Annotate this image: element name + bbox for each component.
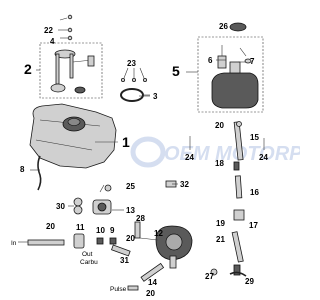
part-label: 4	[50, 37, 55, 46]
part-label: 20	[46, 222, 55, 231]
part-label: 32	[180, 180, 189, 189]
part-label: 17	[249, 221, 258, 230]
out-label: Out	[82, 251, 93, 258]
bottom-assembly	[18, 180, 247, 291]
fuel-sender-group	[39, 14, 103, 99]
group-label-5: 5	[172, 63, 180, 79]
part-label: 30	[56, 202, 65, 211]
part-label: 12	[154, 229, 163, 238]
parts-diagram: OEM MOTORPARTS	[11, 14, 300, 298]
part-label: 26	[219, 22, 228, 31]
group-label-1: 1	[122, 134, 130, 150]
part-label: 18	[215, 159, 224, 168]
part-label: 10	[96, 226, 105, 235]
part-label: 25	[126, 182, 135, 191]
part-label: 19	[216, 219, 225, 228]
carbu-label: Carbu	[80, 259, 98, 266]
part-label: 27	[205, 272, 214, 281]
part-label: 11	[76, 223, 85, 232]
leader-lines	[36, 59, 246, 211]
part-label: 20	[215, 121, 224, 130]
part-label: 29	[245, 277, 254, 286]
part-label: 24	[259, 153, 268, 162]
pump-module-group	[197, 22, 264, 113]
part-label: 24	[185, 153, 194, 162]
part-label: 6	[208, 56, 213, 65]
fuel-tank-part	[29, 103, 117, 191]
filler-cap	[229, 22, 247, 32]
part-label: 9	[110, 226, 115, 235]
part-label: 3	[153, 92, 158, 101]
part-label: 20	[126, 234, 135, 243]
watermark-text: OEM MOTORPARTS	[164, 143, 300, 165]
in-label: In	[11, 240, 17, 247]
right-hoses	[189, 121, 265, 276]
part-label: 14	[148, 278, 157, 287]
clamp-ring-part	[120, 67, 150, 102]
pulse-label: Pulse	[110, 286, 127, 293]
part-label: 15	[250, 133, 259, 142]
part-label: 28	[136, 214, 145, 223]
part-label: 20	[146, 289, 155, 298]
part-label: 7	[250, 57, 255, 66]
part-label: 16	[250, 188, 259, 197]
part-label: 8	[20, 165, 25, 174]
pump-body	[211, 72, 259, 109]
part-label: 23	[127, 59, 136, 68]
fuel-tank	[29, 103, 117, 169]
part-label: 13	[126, 206, 135, 215]
part-label: 22	[44, 26, 53, 35]
watermark: OEM MOTORPARTS	[130, 136, 300, 168]
pump-module-box	[197, 36, 264, 113]
fuel-sender-box	[39, 42, 103, 99]
part-label: 21	[216, 235, 225, 244]
part-label: 31	[120, 256, 129, 265]
group-label-2: 2	[24, 61, 32, 77]
